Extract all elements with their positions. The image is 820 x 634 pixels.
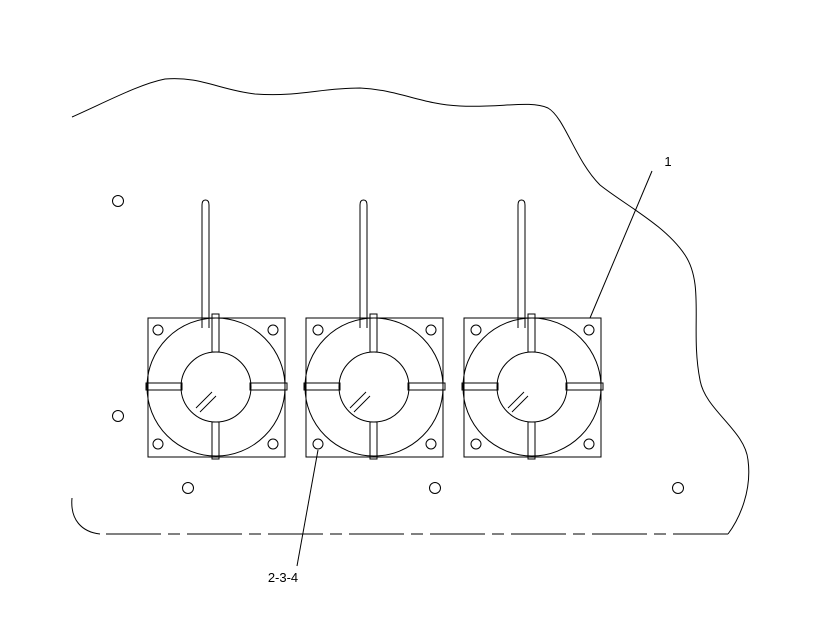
rib-top (211, 313, 220, 353)
connector-unit-middle (303, 199, 446, 460)
rib-top (369, 313, 378, 353)
flange-hole (583, 438, 595, 450)
rib-top (527, 313, 536, 353)
rib-bottom (527, 421, 536, 460)
flange-hole (152, 438, 164, 450)
outer-ring (146, 317, 286, 457)
slot-mark (507, 391, 529, 413)
rib-right (407, 382, 446, 391)
slot-mark (349, 391, 371, 413)
panel-hole (672, 482, 684, 494)
rib-left (145, 382, 183, 391)
lead-wire (517, 199, 526, 328)
lead-wire (359, 199, 368, 328)
rib-left (303, 382, 341, 391)
flange-hole (267, 438, 279, 450)
panel-break-edge (71, 78, 750, 535)
rib-bottom (369, 421, 378, 460)
panel-hole (182, 482, 194, 494)
panel-hole (112, 410, 124, 422)
connector-unit-left (145, 199, 288, 460)
inner-bore (180, 351, 252, 423)
flange-hole (312, 324, 324, 336)
leader-line-1 (589, 170, 653, 319)
inner-bore (496, 351, 568, 423)
inner-bore (338, 351, 410, 423)
panel-hole (112, 195, 124, 207)
callout-2-3-4: 2-3-4 (268, 570, 298, 585)
outer-ring (462, 317, 602, 457)
lead-wire (201, 199, 210, 328)
flange-hole (425, 324, 437, 336)
rib-right (249, 382, 288, 391)
leader-line-2-3-4 (296, 449, 319, 567)
flange-hole (152, 324, 164, 336)
flange-hole (470, 438, 482, 450)
callout-1: 1 (664, 154, 671, 169)
flange-hole (267, 324, 279, 336)
outer-ring (304, 317, 444, 457)
flange-hole (312, 438, 324, 450)
panel-bottom-left-corner (71, 497, 101, 535)
slot-mark (195, 391, 217, 413)
rib-right (565, 382, 604, 391)
rib-left (461, 382, 499, 391)
flange-hole (583, 324, 595, 336)
flange-hole (470, 324, 482, 336)
rib-bottom (211, 421, 220, 460)
flange-hole (425, 438, 437, 450)
panel-hole (429, 482, 441, 494)
connector-unit-right (461, 199, 604, 460)
